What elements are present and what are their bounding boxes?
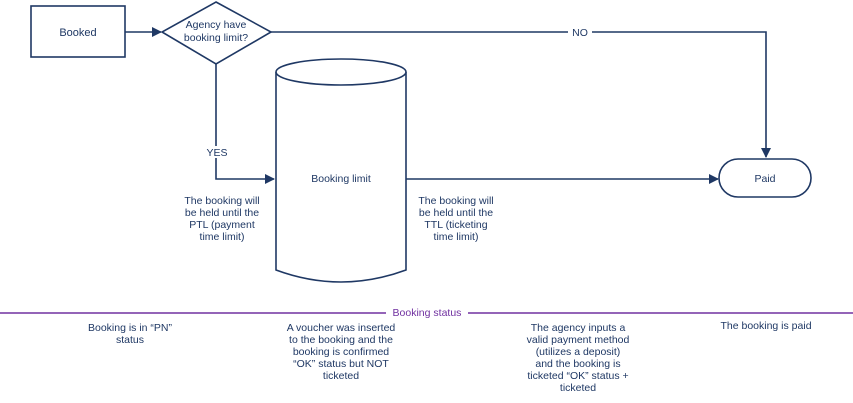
booked-label: Booked	[59, 27, 96, 39]
ttl-annotation: The booking will be held until the TTL (…	[406, 195, 506, 243]
ttl-annotation-line: TTL (ticketing	[424, 219, 488, 231]
edge-yes-label: YES	[206, 147, 227, 159]
ptl-annotation-line: The booking will	[184, 195, 260, 207]
status-item-line: and the booking is	[535, 358, 621, 370]
status-item-paid: The booking is paid	[696, 320, 836, 332]
booking-limit-label: Booking limit	[311, 173, 371, 185]
status-item-line: to the booking and the	[289, 334, 393, 346]
ttl-annotation-line: time limit)	[433, 231, 479, 243]
ttl-annotation-line: The booking will	[418, 195, 494, 207]
status-item-voucher: A voucher was inserted to the booking an…	[266, 322, 416, 382]
status-item-line: ticketed	[322, 370, 360, 382]
booking-limit-node	[275, 58, 407, 283]
status-item-line: “OK” status but NOT	[293, 358, 389, 370]
status-item-payment: The agency inputs a valid payment method…	[504, 322, 652, 394]
booked-node	[30, 5, 126, 58]
ptl-annotation-line: PTL (payment	[189, 219, 255, 231]
edge-no	[271, 31, 771, 158]
status-item-line: ticketed	[559, 382, 597, 394]
decision-label-line2: booking limit?	[184, 32, 248, 44]
ptl-annotation: The booking will be held until the PTL (…	[172, 195, 272, 243]
ttl-annotation-line: be held until the	[418, 207, 494, 219]
status-item-line: Booking is in “PN”	[87, 322, 173, 334]
decision-label-line1: Agency have	[186, 19, 247, 31]
booking-status-title: Booking status	[386, 307, 468, 319]
status-item-line: The booking is paid	[720, 320, 812, 332]
status-item-line: (utilizes a deposit)	[535, 346, 621, 358]
edge-no-label: NO	[572, 27, 588, 39]
status-item-line: status	[115, 334, 144, 346]
ptl-annotation-line: time limit)	[199, 231, 245, 243]
status-item-line: A voucher was inserted	[286, 322, 396, 334]
status-item-line: The agency inputs a	[530, 322, 626, 334]
status-item-line: valid payment method	[526, 334, 630, 346]
status-item-line: booking is confirmed	[292, 346, 390, 358]
paid-label: Paid	[754, 173, 775, 185]
status-item-line: ticketed “OK” status +	[527, 370, 629, 382]
edge-yes	[215, 64, 275, 184]
ptl-annotation-line: be held until the	[184, 207, 260, 219]
paid-node	[718, 158, 812, 198]
status-item-pn: Booking is in “PN” status	[60, 322, 200, 346]
